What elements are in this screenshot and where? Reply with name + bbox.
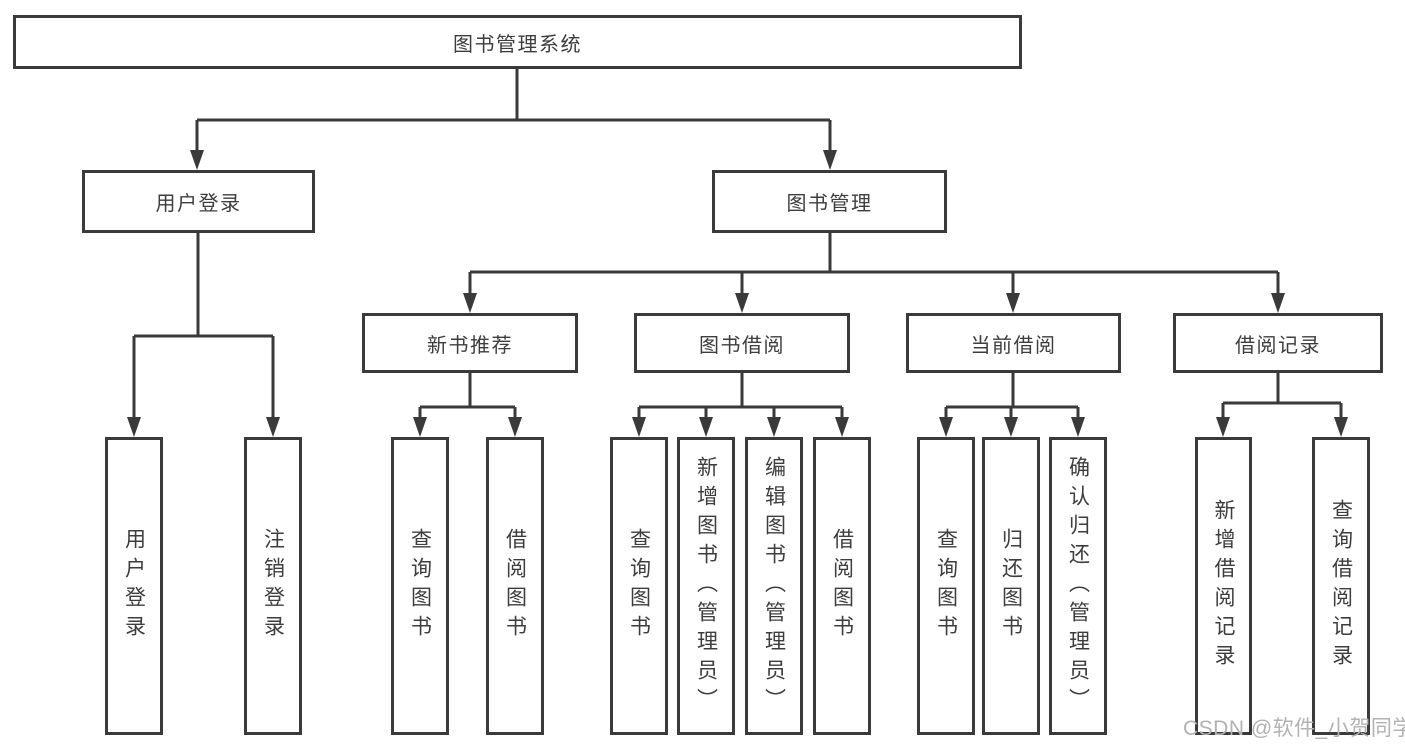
node-book-management-label: 图书管理 [786, 193, 873, 215]
leaf-borrow-borrow-books-label: 借阅图书 [830, 528, 854, 644]
leaf-edit-books-admin: 编辑图书（管理员） [745, 437, 803, 735]
node-book-borrow-label: 图书借阅 [699, 334, 785, 357]
node-new-book-recommend-label: 新书推荐 [427, 334, 513, 357]
connector-userlogin-to-children [132, 233, 275, 419]
connector-borrowrecord-to-children [1221, 373, 1343, 419]
connector-root-to-level2 [195, 68, 832, 152]
leaf-add-borrow-record-label: 新增借阅记录 [1212, 499, 1235, 673]
leaf-confirm-return-admin-label: 确认归还（管理员） [1066, 455, 1090, 717]
node-borrow-records-label: 借阅记录 [1235, 334, 1321, 357]
leaf-return-books-label: 归还图书 [999, 528, 1023, 644]
leaf-borrow-query-books: 查询图书 [610, 437, 668, 735]
connector-bookborrow-to-children [637, 373, 844, 419]
leaf-newbook-query-books-label: 查询图书 [408, 528, 432, 644]
leaf-query-borrow-record: 查询借阅记录 [1312, 437, 1370, 735]
leaf-add-borrow-record: 新增借阅记录 [1195, 437, 1252, 735]
leaf-newbook-borrow-books: 借阅图书 [486, 437, 544, 735]
node-user-login-label: 用户登录 [155, 193, 242, 215]
leaf-user-login-label: 用户登录 [122, 528, 146, 644]
leaf-query-borrow-record-label: 查询借阅记录 [1329, 499, 1353, 673]
leaf-add-books-admin-label: 新增图书（管理员） [694, 455, 718, 717]
connector-bookmgmt-to-level3 [468, 233, 1280, 295]
leaf-user-login: 用户登录 [105, 437, 163, 735]
node-book-management: 图书管理 [712, 170, 947, 233]
watermark: CSDN @软件_小贺同学 [1183, 717, 1405, 740]
arrowheads [127, 150, 1348, 437]
node-borrow-records: 借阅记录 [1173, 313, 1383, 373]
connector-newbook-to-children [418, 373, 517, 419]
node-user-login: 用户登录 [82, 170, 315, 233]
node-root-label: 图书管理系统 [453, 33, 582, 56]
leaf-edit-books-admin-label: 编辑图书（管理员） [762, 455, 786, 717]
leaf-borrow-query-books-label: 查询图书 [627, 528, 651, 644]
leaf-logout: 注销登录 [244, 437, 302, 735]
node-new-book-recommend: 新书推荐 [362, 313, 578, 373]
node-current-borrow-label: 当前借阅 [970, 334, 1057, 357]
leaf-add-books-admin: 新增图书（管理员） [677, 437, 735, 735]
leaf-newbook-borrow-books-label: 借阅图书 [503, 528, 527, 644]
node-current-borrow: 当前借阅 [906, 313, 1121, 373]
leaf-newbook-query-books: 查询图书 [391, 437, 449, 735]
leaf-current-query-books: 查询图书 [917, 437, 975, 735]
leaf-confirm-return-admin: 确认归还（管理员） [1049, 437, 1107, 735]
leaf-borrow-borrow-books: 借阅图书 [813, 437, 871, 735]
connector-currentborrow-to-children [944, 373, 1080, 419]
leaf-return-books: 归还图书 [982, 437, 1040, 735]
leaf-current-query-books-label: 查询图书 [934, 528, 958, 644]
leaf-logout-label: 注销登录 [261, 528, 285, 644]
node-book-borrow: 图书借阅 [634, 313, 850, 373]
node-root: 图书管理系统 [13, 15, 1022, 69]
